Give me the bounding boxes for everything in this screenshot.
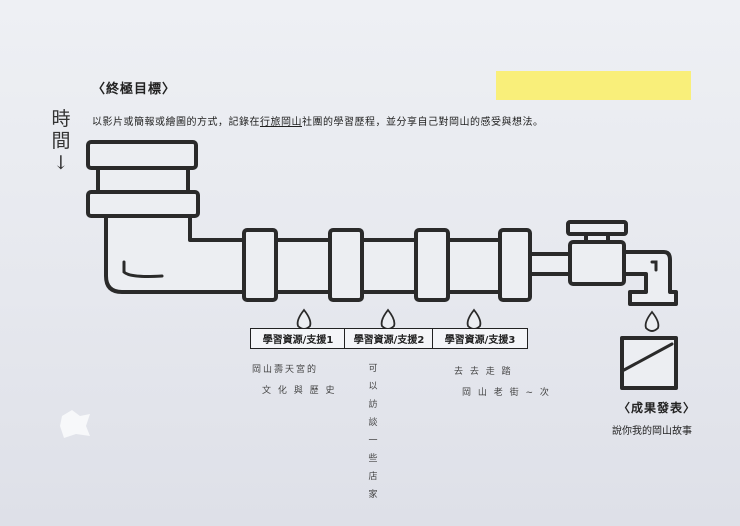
time-arrow: ↓	[53, 152, 69, 174]
note-r2-char: 可	[368, 364, 378, 374]
outcome-title: 〈成果發表〉	[618, 401, 697, 415]
faucet-handle	[566, 220, 628, 236]
pipe-segment-3	[446, 238, 504, 294]
pipe-coupling-3	[414, 228, 450, 302]
paper-tear-mark	[60, 410, 90, 438]
pipe-segment-1	[274, 238, 334, 294]
pipe-segment-2	[360, 238, 420, 294]
goal-text-underlined: 行旅岡山	[260, 117, 302, 128]
note-r3-line2: 岡 山 老 街 ~ 次	[462, 388, 551, 398]
pipe-neck	[96, 166, 190, 194]
resource-label-2: 學習資源/支援2	[353, 335, 425, 346]
note-r2-char: 一	[368, 436, 378, 446]
pipe-highlight-mark	[122, 260, 164, 278]
time-axis-label: 時 間 ↓	[46, 108, 76, 174]
resource-box-1: 學習資源/支援1	[250, 328, 346, 349]
note-r1-line2: 文 化 與 歷 史	[262, 386, 337, 396]
faucet-inlet	[528, 252, 572, 276]
note-r2-char: 家	[368, 490, 378, 500]
note-r2-vertical: 可 以 訪 談 一 些 店 家	[366, 360, 380, 504]
resource-label-3: 學習資源/支援3	[444, 335, 516, 346]
note-r3-line1: 去 去 走 踏	[454, 367, 513, 377]
goal-text-after: 社團的學習歷程，並分享自己對岡山的感受與想法。	[302, 117, 544, 128]
time-char-1: 時	[51, 108, 71, 130]
highlighted-box	[496, 71, 691, 100]
water-drop-4	[644, 310, 660, 332]
pipe-mid-flange	[86, 190, 200, 218]
water-drop-1	[296, 308, 312, 330]
pipe-top-flange	[86, 140, 198, 170]
note-r2-char: 談	[368, 418, 378, 428]
goal-description: 以影片或簡報或繪圖的方式，記錄在行旅岡山社團的學習歷程，並分享自己對岡山的感受與…	[92, 113, 544, 128]
pipe-elbow	[104, 214, 248, 294]
resource-box-3: 學習資源/支援3	[432, 328, 528, 349]
resource-label-1: 學習資源/支援1	[262, 335, 334, 346]
resource-box-2: 學習資源/支援2	[344, 328, 434, 349]
faucet-body	[568, 240, 626, 286]
note-r2-char: 訪	[368, 400, 378, 410]
note-r2-char: 些	[368, 454, 378, 464]
note-r1-line1: 岡山壽天宮的	[252, 365, 319, 375]
pipe-coupling-1	[242, 228, 278, 302]
goal-title: 〈終極目標〉	[92, 82, 177, 97]
pipe-coupling-4	[498, 228, 532, 302]
faucet-spout	[622, 250, 678, 306]
water-drop-2	[380, 308, 396, 330]
water-drop-3	[466, 308, 482, 330]
pipe-coupling-2	[328, 228, 364, 302]
note-r2-char: 以	[368, 382, 378, 392]
outcome-subtitle: 說你我的岡山故事	[612, 426, 692, 437]
faucet-spout-mark	[650, 260, 658, 272]
note-r2-char: 店	[368, 472, 378, 482]
goal-text-before: 以影片或簡報或繪圖的方式，記錄在	[92, 117, 260, 128]
time-char-2: 間	[51, 130, 71, 152]
result-container-diagonal	[622, 342, 674, 372]
